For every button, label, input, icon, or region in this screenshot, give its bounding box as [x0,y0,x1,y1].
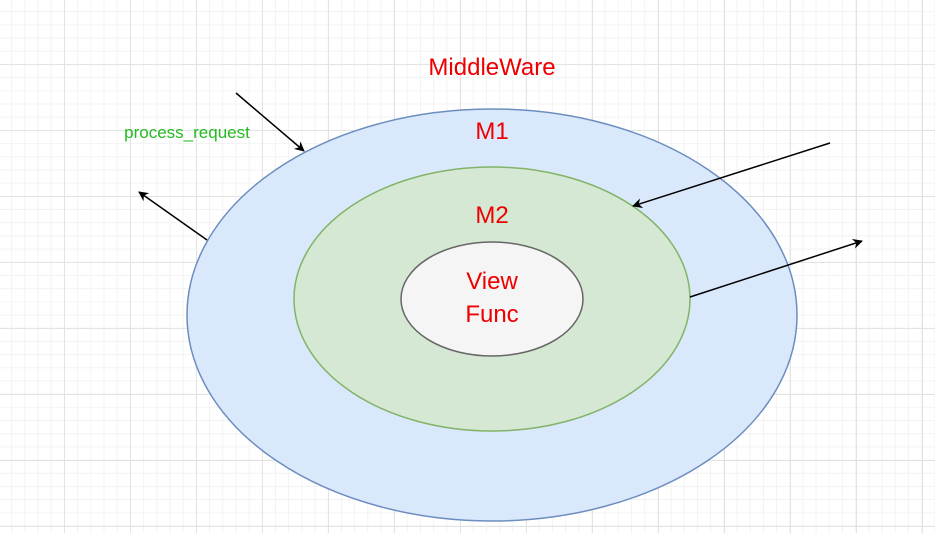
arrow-label-process-request: process_request [124,123,250,142]
arrow-to-m2 [632,142,831,209]
middle-label-m2: M2 [475,202,509,229]
arrow-response-out [138,191,208,241]
outer-label-m1: M1 [475,118,509,145]
arrow-from-m2 [689,239,863,298]
inner-label-func: Func [465,301,519,328]
inner-label-view: View [466,268,518,295]
arrow-request-in [235,92,305,152]
inner-ellipse-view-func [400,241,584,357]
diagram-title: MiddleWare [428,54,556,81]
